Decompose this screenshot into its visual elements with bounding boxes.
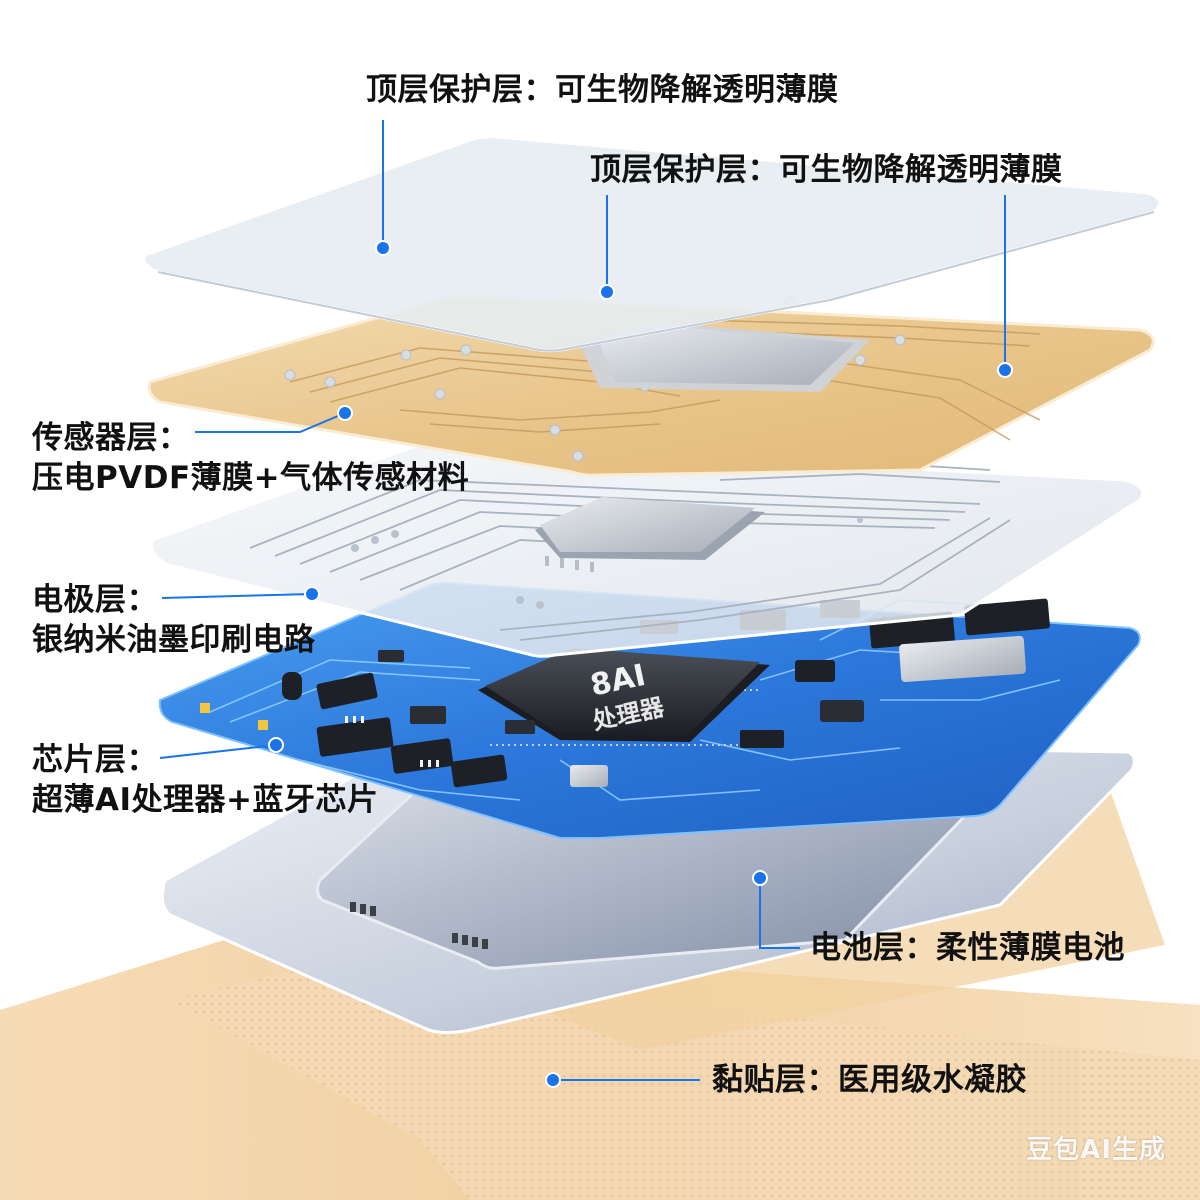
chip-layer: 8AI 处理器 — [158, 581, 1141, 839]
electrode-traces — [249, 461, 1011, 641]
leader-dots — [268, 240, 1013, 1088]
ai-processor-chip: 8AI 处理器 — [478, 648, 770, 746]
leader-chip — [159, 744, 277, 759]
leader-sensor — [195, 412, 346, 433]
label-sensor: 传感器层： 压电PVDF薄膜+气体传感材料 — [32, 418, 469, 498]
label-electrode-title: 电极层： — [32, 582, 158, 618]
label-sensor-title: 传感器层： — [32, 420, 190, 456]
watermark: 豆包AI生成 — [1026, 1135, 1166, 1165]
label-electrode-desc: 银纳米油墨印刷电路 — [32, 622, 316, 658]
label-adhesive: 黏贴层：医用级水凝胶 — [712, 1062, 1027, 1098]
label-top-protective-1: 顶层保护层：可生物降解透明薄膜 — [366, 72, 839, 108]
leader-electrode — [161, 593, 313, 599]
label-sensor-desc: 压电PVDF薄膜+气体传感材料 — [32, 460, 470, 496]
electrode-layer — [149, 442, 1145, 658]
battery-contacts — [350, 902, 488, 949]
label-top-protective-2: 顶层保护层：可生物降解透明薄膜 — [590, 152, 1063, 188]
label-chip-desc: 超薄AI处理器+蓝牙芯片 — [32, 782, 379, 818]
sensor-chip-array — [580, 322, 870, 392]
label-chip-title: 芯片层： — [32, 742, 158, 778]
top-protective-layer — [142, 135, 1162, 353]
electrode-center-chip — [535, 497, 765, 572]
label-battery: 电池层：柔性薄膜电池 — [810, 930, 1125, 966]
leader-lines — [159, 120, 1006, 1081]
leader-battery — [759, 878, 800, 949]
label-chip: 芯片层： 超薄AI处理器+蓝牙芯片 — [32, 740, 379, 820]
label-electrode: 电极层： 银纳米油墨印刷电路 — [32, 580, 316, 660]
sensor-layer — [147, 294, 1155, 477]
